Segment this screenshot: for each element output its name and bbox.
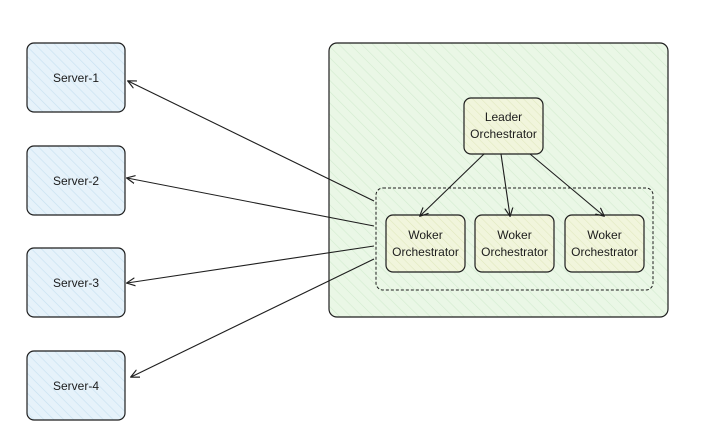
leader-label-line2: Orchestrator [470, 127, 537, 141]
server-node: Server-1 [26, 42, 126, 113]
server-label: Server-1 [53, 71, 99, 85]
worker-orchestrator-node: Woker Orchestrator [564, 214, 645, 273]
worker-label-line2: Orchestrator [392, 245, 459, 259]
worker-label-line2: Orchestrator [481, 245, 548, 259]
server-label: Server-3 [53, 276, 99, 290]
server-label: Server-4 [53, 379, 99, 393]
leader-to-worker-arrow [420, 153, 485, 216]
server-label: Server-2 [53, 174, 99, 188]
worker-label-line1: Woker [587, 228, 621, 242]
worker-to-server-4-arrow [131, 258, 375, 377]
leader-to-worker-arrow [529, 153, 604, 216]
worker-to-server-2-arrow [127, 178, 375, 227]
worker-label-line2: Orchestrator [571, 245, 638, 259]
leader-to-worker-arrow [500, 153, 510, 216]
worker-orchestrator-node: Woker Orchestrator [474, 214, 555, 273]
worker-to-server-3-arrow [127, 245, 375, 283]
server-node: Server-3 [26, 247, 126, 318]
worker-orchestrator-node: Woker Orchestrator [385, 214, 466, 273]
worker-label-line1: Woker [408, 228, 442, 242]
server-node: Server-2 [26, 145, 126, 216]
worker-label-line1: Woker [497, 228, 531, 242]
worker-to-server-1-arrow [128, 81, 375, 202]
leader-orchestrator-node: Leader Orchestrator [463, 97, 544, 155]
leader-label-line1: Leader [485, 110, 522, 124]
server-node: Server-4 [26, 350, 126, 421]
worker-group-dashed-border [375, 187, 654, 291]
orchestrator-cluster-container [328, 42, 669, 318]
